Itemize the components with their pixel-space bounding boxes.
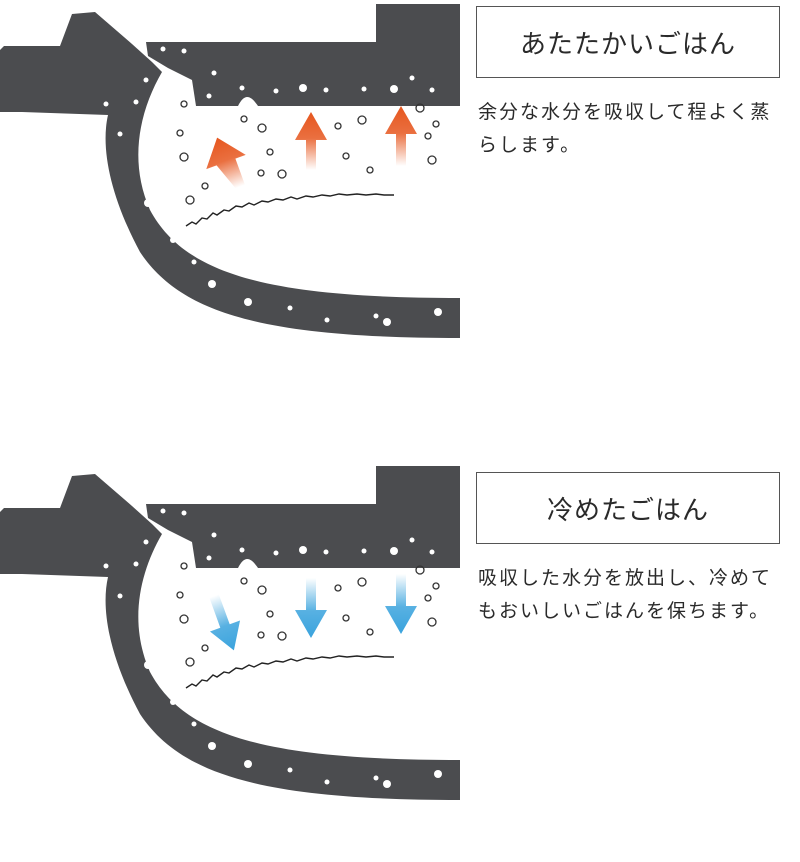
arrow-down-2 [295,578,327,638]
pot-cross-section-warm [0,4,460,338]
pot-lid-pores [160,508,435,561]
steam-bubbles [176,100,440,205]
pot-body-pores [103,539,442,788]
cool-rice-panel: 冷めたごはん 吸収した水分を放出し、冷めてもおいしいごはんを保ちます。 [0,462,800,862]
moisture-arrows-down [209,574,417,651]
cool-rice-title: 冷めたごはん [476,472,780,544]
rice-surface [185,193,394,227]
moisture-arrows-up [206,106,417,189]
pot-lid [146,4,460,106]
pot-body [0,474,460,800]
warm-rice-description: 余分な水分を吸収して程よく蒸らします。 [478,101,772,156]
cool-rice-description: 吸収した水分を放出し、冷めてもおいしいごはんを保ちます。 [478,567,773,622]
arrow-up-3 [385,106,417,166]
warm-rice-panel: あたたかいごはん 余分な水分を吸収して程よく蒸らします。 [0,0,800,400]
arrow-down-3 [385,574,417,634]
pot-lid [146,466,460,568]
steam-bubbles [176,562,440,667]
arrow-up-1 [206,137,246,189]
pot-cross-section-cool [0,466,460,800]
pot-body [0,12,460,338]
warm-rice-title: あたたかいごはん [476,6,780,78]
pot-lid-pores [160,46,435,99]
arrow-down-1 [209,594,241,651]
arrow-up-2 [295,112,327,170]
pot-body-pores [103,77,442,326]
rice-surface [185,655,394,689]
